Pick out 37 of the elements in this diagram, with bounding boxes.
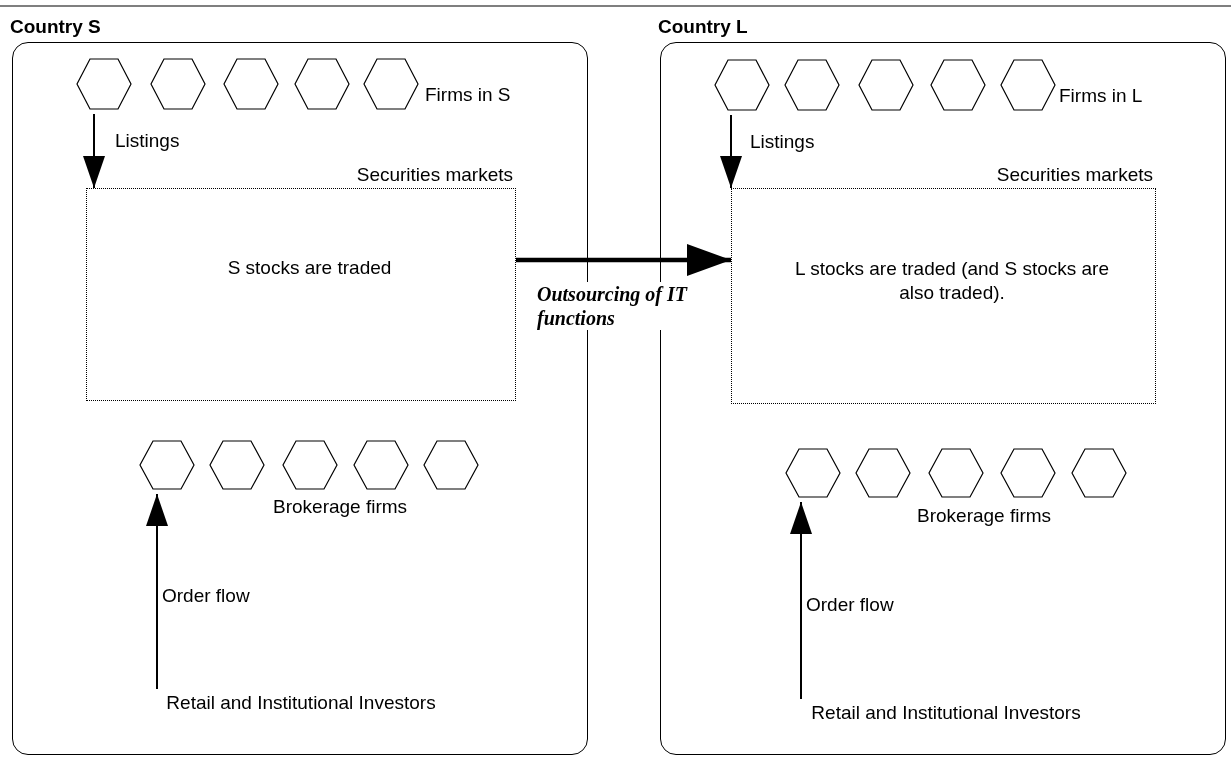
market-description: S stocks are traded bbox=[226, 255, 393, 280]
firm-hexagon bbox=[714, 59, 770, 111]
arrow bbox=[146, 493, 168, 690]
arrow bbox=[516, 244, 731, 276]
firm-hexagon bbox=[363, 58, 419, 110]
arrow bbox=[720, 114, 742, 189]
firm-hexagon bbox=[423, 440, 479, 490]
firm-hexagon bbox=[150, 58, 206, 110]
country-heading: Country S bbox=[10, 16, 101, 38]
group-label: Brokerage firms bbox=[917, 504, 1052, 528]
arrow bbox=[83, 113, 105, 189]
country-heading: Country L bbox=[658, 16, 748, 38]
market-heading: Securities markets bbox=[356, 163, 513, 187]
firm-hexagon bbox=[76, 58, 132, 110]
investors-label: Retail and Institutional Investors bbox=[165, 691, 437, 715]
firm-hexagon bbox=[209, 440, 265, 490]
firm-hexagon bbox=[294, 58, 350, 110]
firm-hexagon bbox=[282, 440, 338, 490]
group-label: Firms in S bbox=[425, 83, 511, 107]
firm-hexagon bbox=[858, 59, 914, 111]
market-description: L stocks are traded (and S stocks are also traded). bbox=[794, 257, 1110, 305]
firm-hexagon bbox=[1000, 448, 1056, 498]
firm-hexagon bbox=[223, 58, 279, 110]
market-heading: Securities markets bbox=[996, 163, 1153, 187]
firm-hexagon bbox=[353, 440, 409, 490]
investors-label: Retail and Institutional Investors bbox=[810, 701, 1082, 725]
firm-hexagon bbox=[1071, 448, 1127, 498]
firm-hexagon bbox=[784, 59, 840, 111]
firm-hexagon bbox=[785, 448, 841, 498]
firm-hexagon bbox=[139, 440, 195, 490]
firm-hexagon bbox=[1000, 59, 1056, 111]
group-label: Firms in L bbox=[1059, 84, 1143, 108]
firm-hexagon bbox=[928, 448, 984, 498]
firm-hexagon bbox=[855, 448, 911, 498]
arrow bbox=[790, 501, 812, 700]
firm-hexagon bbox=[930, 59, 986, 111]
group-label: Brokerage firms bbox=[273, 495, 408, 519]
